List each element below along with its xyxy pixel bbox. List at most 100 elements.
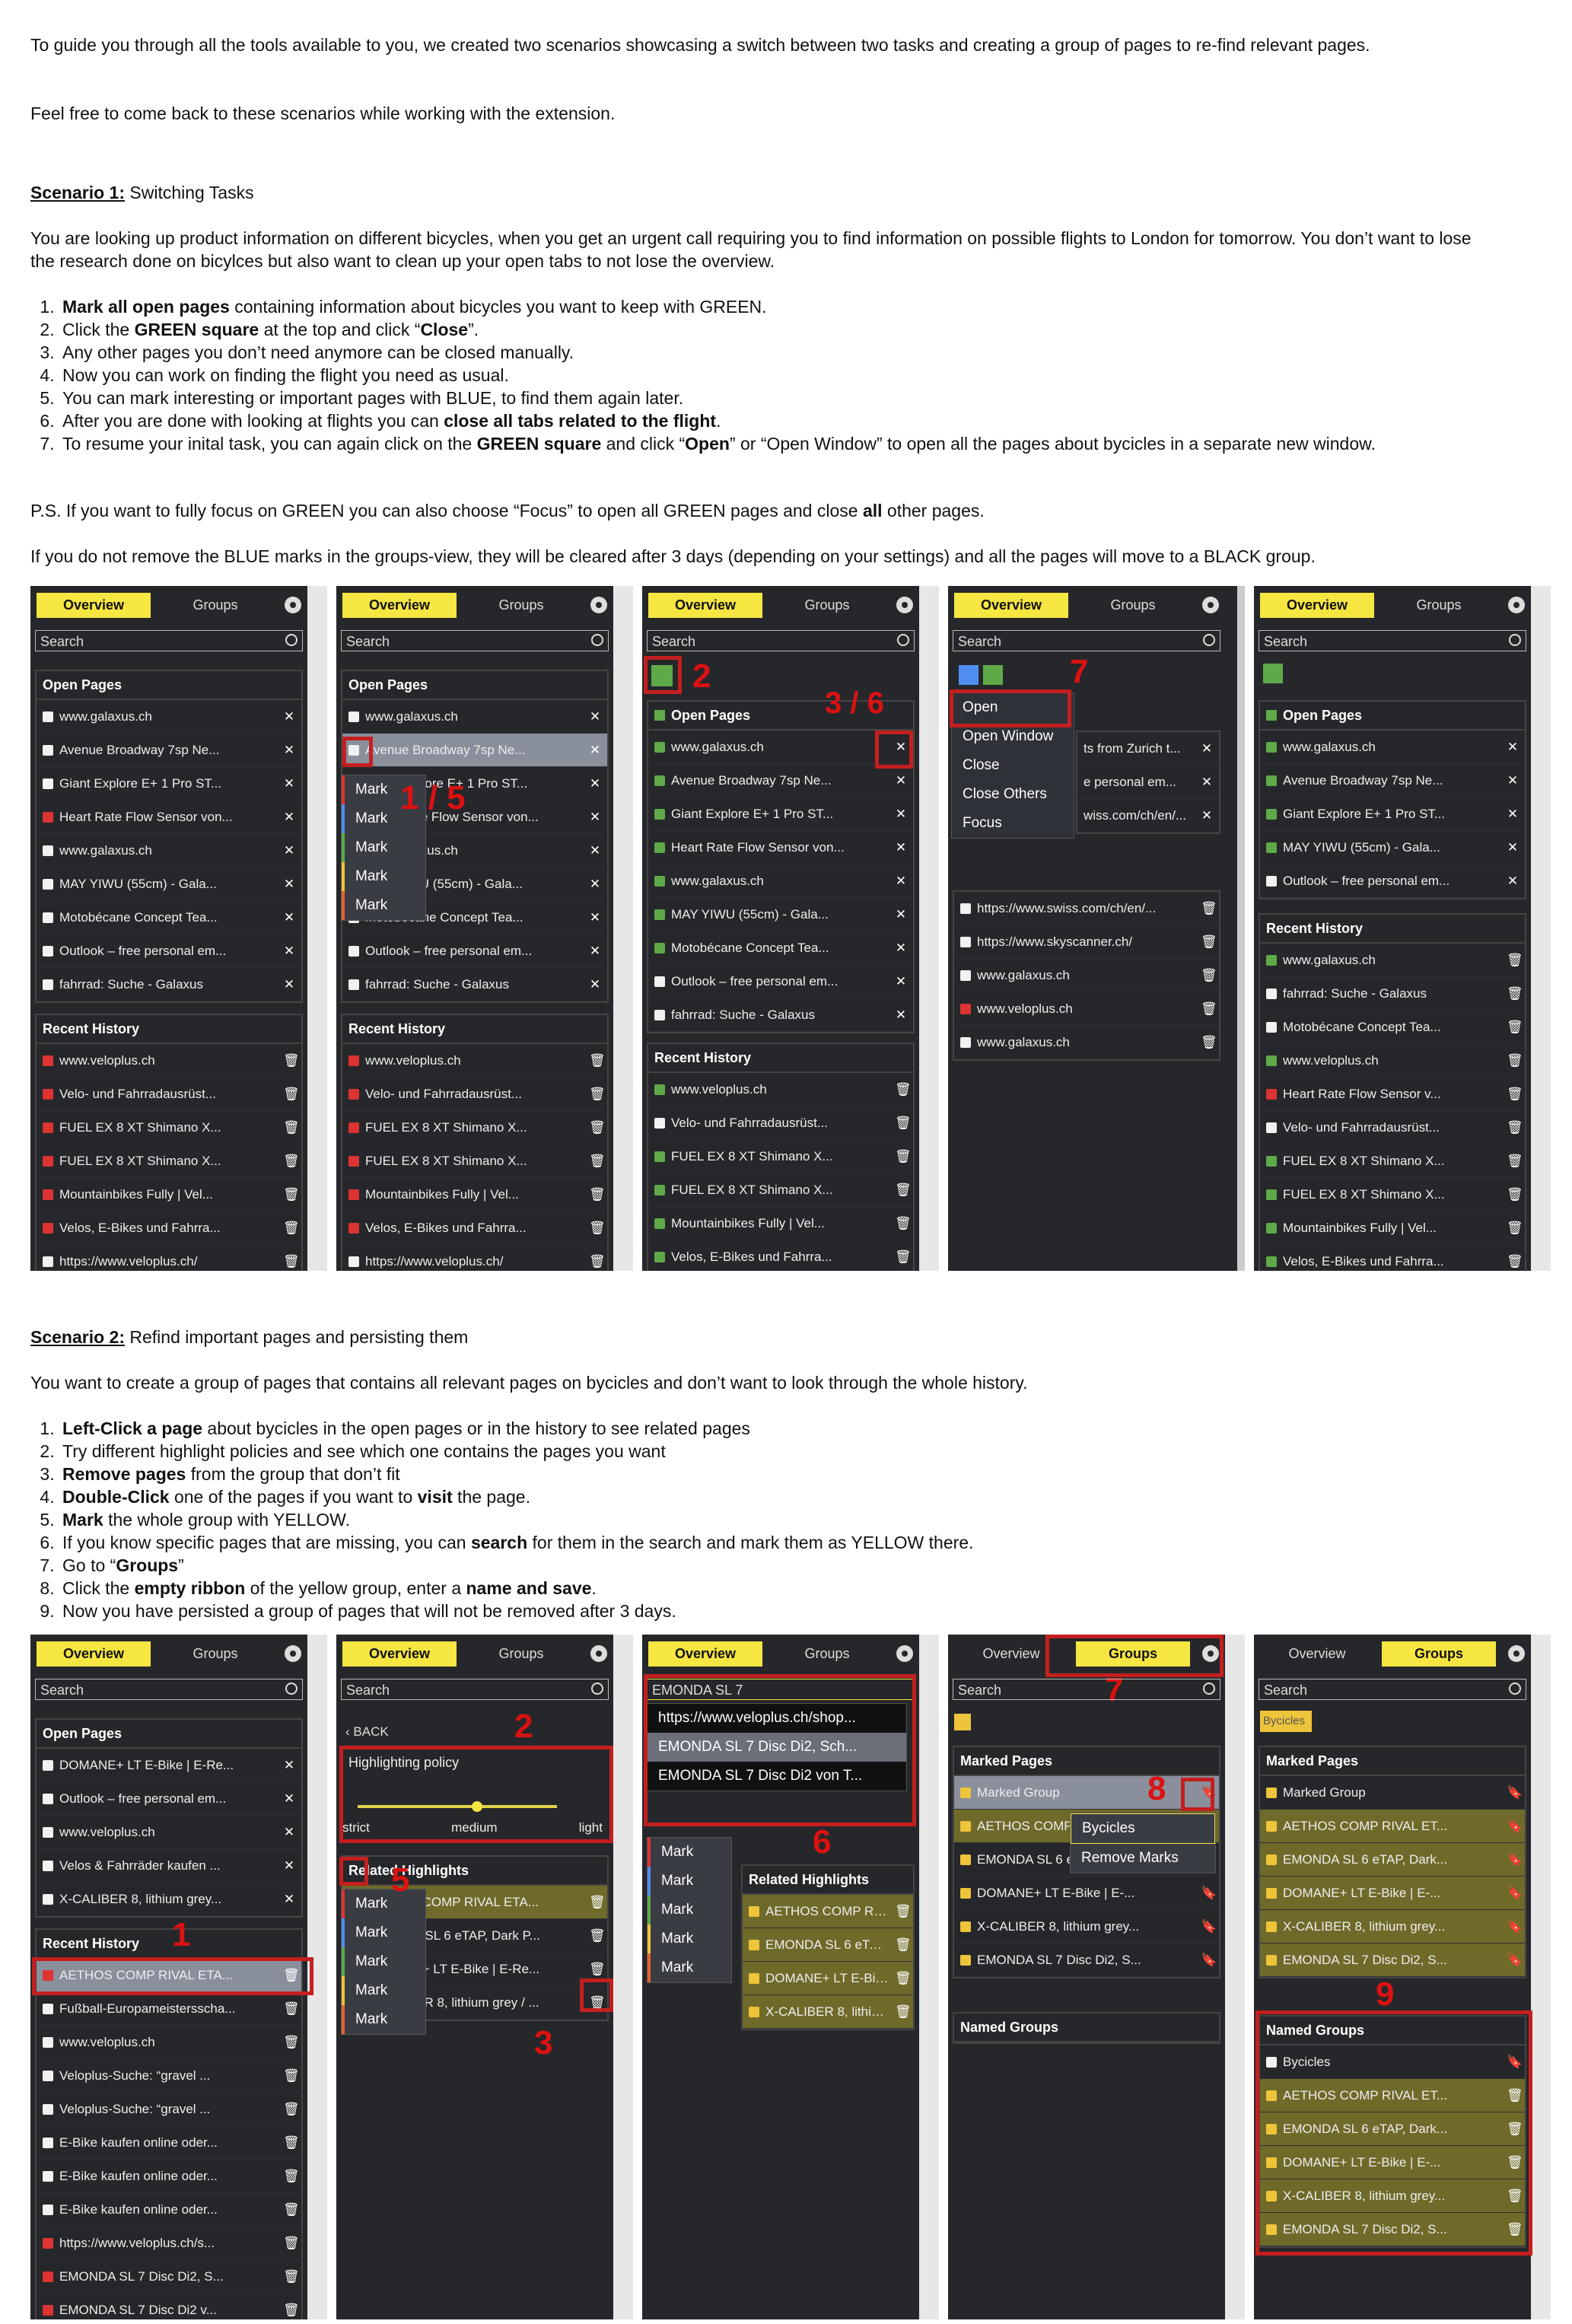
gear-icon[interactable] (590, 1645, 607, 1662)
menu-close-others[interactable]: Close Others (963, 786, 1047, 802)
search-input[interactable]: Search (35, 630, 303, 651)
search-input[interactable]: Search (341, 1679, 609, 1700)
list-item[interactable]: www.galaxus.ch✕ (648, 864, 913, 898)
list-item[interactable]: Avenue Broadway 7sp Ne...✕ (648, 764, 913, 797)
tab-groups[interactable]: Groups (193, 597, 238, 613)
list-item[interactable]: Mountainbikes Fully | Vel...🗑 (342, 1178, 607, 1211)
list-item[interactable]: Veloplus-Suche: “gravel ...🗑 (37, 2059, 301, 2093)
list-item[interactable]: EMONDA SL 7 Disc Di2, S...🔖 (954, 1944, 1219, 1977)
tab-groups[interactable]: Groups (193, 1645, 238, 1661)
list-item[interactable]: wiss.com/ch/en/...✕ (1077, 799, 1219, 833)
yellow-square[interactable] (954, 1714, 971, 1730)
gear-icon[interactable] (1202, 1645, 1219, 1662)
slider-knob[interactable] (472, 1801, 482, 1812)
list-item[interactable]: Giant Explore E+ 1 Pro ST...✕ (648, 797, 913, 831)
list-item[interactable]: Outlook – free personal em...✕ (1260, 864, 1525, 898)
mark-option[interactable]: Mark (342, 1889, 425, 1918)
gear-icon[interactable] (590, 597, 607, 613)
back-button[interactable]: ‹ BACK (345, 1724, 389, 1739)
tab-overview[interactable]: Overview (954, 592, 1068, 618)
menu-open-window[interactable]: Open Window (963, 728, 1054, 744)
list-item[interactable]: www.galaxus.ch✕ (37, 834, 301, 868)
tab-overview[interactable]: Overview (648, 1641, 762, 1667)
list-item[interactable]: MAY YIWU (55cm) - Gala...✕ (37, 868, 301, 901)
list-item[interactable]: Velos, E-Bikes und Fahrra...🗑 (37, 1211, 301, 1245)
mark-option[interactable]: Mark (342, 804, 425, 833)
menu-focus[interactable]: Focus (963, 815, 1002, 831)
list-item[interactable]: e personal em...✕ (1077, 766, 1219, 799)
mark-option[interactable]: Mark (648, 1867, 731, 1896)
list-item[interactable]: https://www.veloplus.ch/🗑 (37, 1245, 301, 1271)
list-item[interactable]: www.galaxus.ch✕ (648, 731, 913, 764)
list-item[interactable]: Fußball-Europameistersscha...🗑 (37, 1992, 301, 2026)
list-item[interactable]: Mountainbikes Fully | Vel...🗑 (648, 1207, 913, 1240)
list-item[interactable]: EMONDA SL 6 eTAP, Dark P...🗑 (743, 1928, 913, 1962)
mark-option[interactable]: Mark (648, 1953, 731, 1982)
list-item[interactable]: fahrrad: Suche - Galaxus✕ (37, 968, 301, 1001)
list-item[interactable]: X-CALIBER 8, lithium grey / ...🗑 (743, 1995, 913, 2029)
search-result[interactable]: EMONDA SL 7 Disc Di2 von T... (658, 1768, 863, 1784)
policy-slider[interactable] (358, 1801, 557, 1812)
gear-icon[interactable] (285, 1645, 301, 1662)
search-input[interactable]: Search (1259, 1679, 1526, 1700)
list-item[interactable]: EMONDA SL 6 eTAP, Dark...🗑 (1260, 2112, 1525, 2146)
list-item[interactable]: Heart Rate Flow Sensor von...✕ (37, 801, 301, 834)
list-item[interactable]: Velo- und Fahrradausrüst...🗑 (342, 1078, 607, 1111)
list-item[interactable]: AETHOS COMP RIVAL ET...🔖 (1260, 1810, 1525, 1843)
list-item[interactable]: Giant Explore E+ 1 Pro ST...✕ (37, 767, 301, 801)
search-input[interactable]: Search (953, 630, 1220, 651)
tab-groups[interactable]: Groups (804, 1645, 850, 1661)
list-item[interactable]: www.veloplus.ch🗑 (954, 992, 1219, 1026)
list-item[interactable]: EMONDA SL 7 Disc Di2, S...🗑 (1260, 2213, 1525, 2246)
list-item[interactable]: www.galaxus.ch✕ (1260, 731, 1525, 764)
list-item[interactable]: DOMANE+ LT E-Bike | E-...🔖 (1260, 1877, 1525, 1910)
list-item[interactable]: Avenue Broadway 7sp Ne...✕ (342, 734, 607, 767)
list-item[interactable]: DOMANE+ LT E-Bike | E-Re...🗑 (743, 1962, 913, 1995)
mark-option[interactable]: Mark (342, 833, 425, 862)
list-item[interactable]: www.veloplus.ch🗑 (648, 1073, 913, 1106)
list-item[interactable]: EMONDA SL 7 Disc Di2, S...🔖 (1260, 1944, 1525, 1977)
list-item[interactable]: fahrrad: Suche - Galaxus✕ (342, 968, 607, 1001)
list-item[interactable]: www.veloplus.ch✕ (37, 1816, 301, 1849)
mark-option[interactable]: Mark (648, 1896, 731, 1924)
list-item[interactable]: Outlook – free personal em...✕ (37, 1782, 301, 1816)
list-item[interactable]: Velo- und Fahrradausrüst...🗑 (1260, 1111, 1525, 1144)
menu-open[interactable]: Open (963, 699, 998, 715)
remove-marks[interactable]: Remove Marks (1081, 1850, 1179, 1866)
mark-option[interactable]: Mark (342, 891, 425, 920)
tab-groups[interactable]: Groups (1382, 1641, 1496, 1667)
list-item[interactable]: Heart Rate Flow Sensor von...✕ (648, 831, 913, 864)
search-input[interactable]: Search (953, 1679, 1220, 1700)
list-item[interactable]: www.veloplus.ch🗑 (37, 1044, 301, 1078)
menu-close[interactable]: Close (963, 757, 1000, 773)
list-item[interactable]: Outlook – free personal em...✕ (342, 934, 607, 968)
mark-option[interactable]: Mark (342, 1976, 425, 2005)
list-item[interactable]: FUEL EX 8 XT Shimano X...🗑 (1260, 1144, 1525, 1178)
mark-option[interactable]: Mark (648, 1924, 731, 1953)
list-item[interactable]: Mountainbikes Fully | Vel...🗑 (37, 1178, 301, 1211)
search-input[interactable]: Search (647, 630, 915, 651)
search-result[interactable]: https://www.veloplus.ch/shop... (658, 1710, 856, 1726)
gear-icon[interactable] (896, 597, 913, 613)
list-item[interactable]: E-Bike kaufen online oder...🗑 (37, 2160, 301, 2193)
list-item[interactable]: EMONDA SL 7 Disc Di2 v...🗑 (37, 2294, 301, 2319)
list-item[interactable]: MAY YIWU (55cm) - Gala...✕ (1260, 831, 1525, 864)
tab-groups[interactable]: Groups (804, 597, 850, 613)
list-item[interactable]: FUEL EX 8 XT Shimano X...🗑 (37, 1111, 301, 1144)
list-item[interactable]: Veloplus-Suche: “gravel ...🗑 (37, 2093, 301, 2126)
list-item[interactable]: Mountainbikes Fully | Vel...🗑 (1260, 1211, 1525, 1245)
list-item[interactable]: fahrrad: Suche - Galaxus✕ (648, 998, 913, 1032)
tab-groups[interactable]: Groups (498, 1645, 544, 1661)
tab-groups[interactable]: Groups (498, 597, 544, 613)
mark-option[interactable]: Mark (648, 1838, 731, 1867)
list-item[interactable]: Velo- und Fahrradausrüst...🗑 (648, 1106, 913, 1140)
list-item[interactable]: Avenue Broadway 7sp Ne...✕ (1260, 764, 1525, 797)
list-item[interactable]: Velos, E-Bikes und Fahrra...🗑 (1260, 1245, 1525, 1271)
list-item[interactable]: FUEL EX 8 XT Shimano X...🗑 (648, 1173, 913, 1207)
group-name-input[interactable]: Bycicles (1071, 1813, 1215, 1844)
gear-icon[interactable] (1508, 1645, 1525, 1662)
list-item[interactable]: Outlook – free personal em...✕ (37, 934, 301, 968)
list-item[interactable]: Velos, E-Bikes und Fahrra...🗑 (648, 1240, 913, 1271)
group-row[interactable]: Bycicles🔖 (1260, 2045, 1525, 2079)
gear-icon[interactable] (285, 597, 301, 613)
